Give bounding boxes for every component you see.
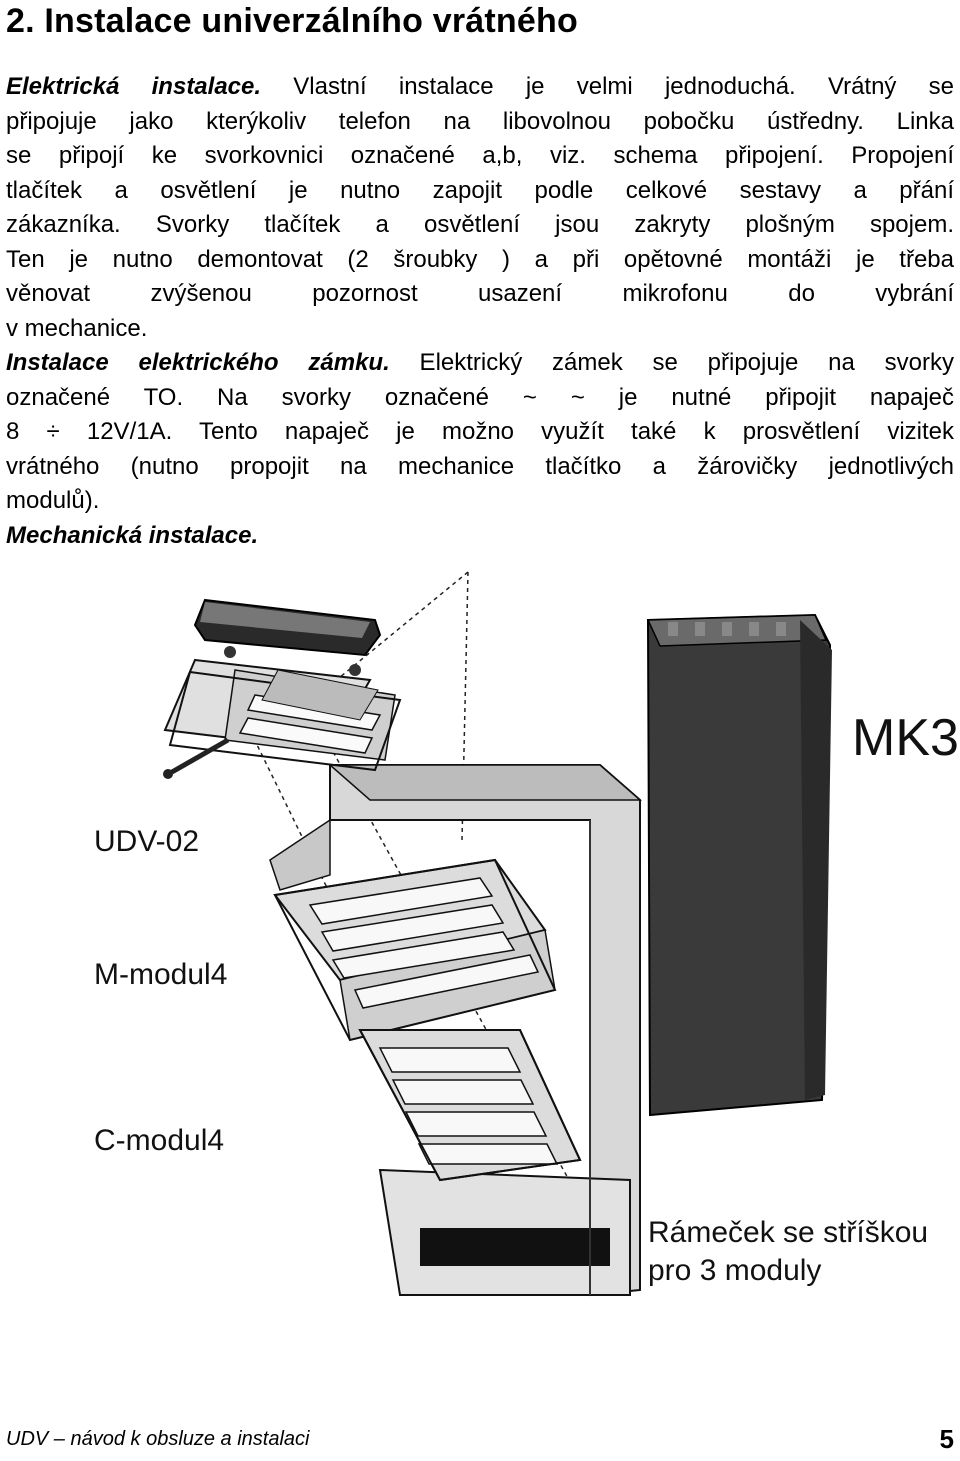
text-run: Elektrický zámek se připojuje na svorky	[389, 349, 955, 376]
label-c-modul: C-modul4	[94, 1124, 225, 1157]
assembly-figure: MK3 UDV-02 M-modul4 C-modul4 Rámeček se …	[0, 560, 960, 1360]
label-m-modul: M-modul4	[94, 958, 228, 991]
exploded-assembly-drawing	[163, 571, 832, 1297]
text-line: se připojí ke svorkovnici označené a,b, …	[6, 142, 954, 169]
text-line: zákazníka. Svorky tlačítek a osvětlení j…	[6, 211, 954, 238]
text-line: 8 ÷ 12V/1A. Tento napaječ je možno využí…	[6, 418, 954, 445]
page-footer: UDV – návod k obsluze a instalaci 5	[6, 1424, 954, 1454]
text-run: Vlastní instalace je velmi jednoduchá. V…	[261, 73, 954, 100]
text-line: Instalace elektrického zámku. Elektrický…	[6, 346, 954, 381]
section-label-electrical: Elektrická instalace.	[6, 73, 262, 100]
label-udv02: UDV-02	[94, 825, 200, 858]
text-line: označené TO. Na svorky označené ~ ~ je n…	[6, 383, 954, 411]
screw	[163, 737, 230, 779]
udv02-module	[163, 658, 402, 772]
page-number: 5	[939, 1424, 954, 1454]
top-plate	[193, 598, 382, 676]
text-line: modulů).	[6, 487, 100, 514]
page-title: 2. Instalace univerzálního vrátného	[6, 2, 578, 40]
label-mk3: MK3	[852, 709, 959, 767]
section-label-mechanical: Mechanická instalace.	[6, 521, 259, 549]
text-line: Ten je nutno demontovat (2 šroubky ) a p…	[6, 245, 954, 273]
c-modul	[358, 1029, 582, 1182]
text-line: v mechanice.	[6, 314, 148, 342]
text-line: připojuje jako kterýkoliv telefon na lib…	[6, 107, 954, 135]
section-label-lock: Instalace elektrického zámku.	[6, 349, 390, 376]
mk3-box	[646, 613, 832, 1117]
frame	[269, 764, 642, 1297]
footer-title: UDV – návod k obsluze a instalaci	[6, 1428, 310, 1450]
text-line: vrátného (nutno propojit na mechanice tl…	[6, 452, 954, 480]
text-line: věnovat zvýšenou pozornost usazení mikro…	[6, 280, 954, 307]
body-text: Elektrická instalace. Vlastní instalace …	[6, 70, 954, 553]
text-line: tlačítek a osvětlení je nutno zapojit po…	[6, 176, 954, 204]
m-modul	[273, 858, 557, 1042]
label-frame-line1: Rámeček se stříškou	[648, 1216, 929, 1249]
text-line: Elektrická instalace. Vlastní instalace …	[6, 70, 954, 105]
label-frame-line2: pro 3 moduly	[648, 1254, 822, 1287]
